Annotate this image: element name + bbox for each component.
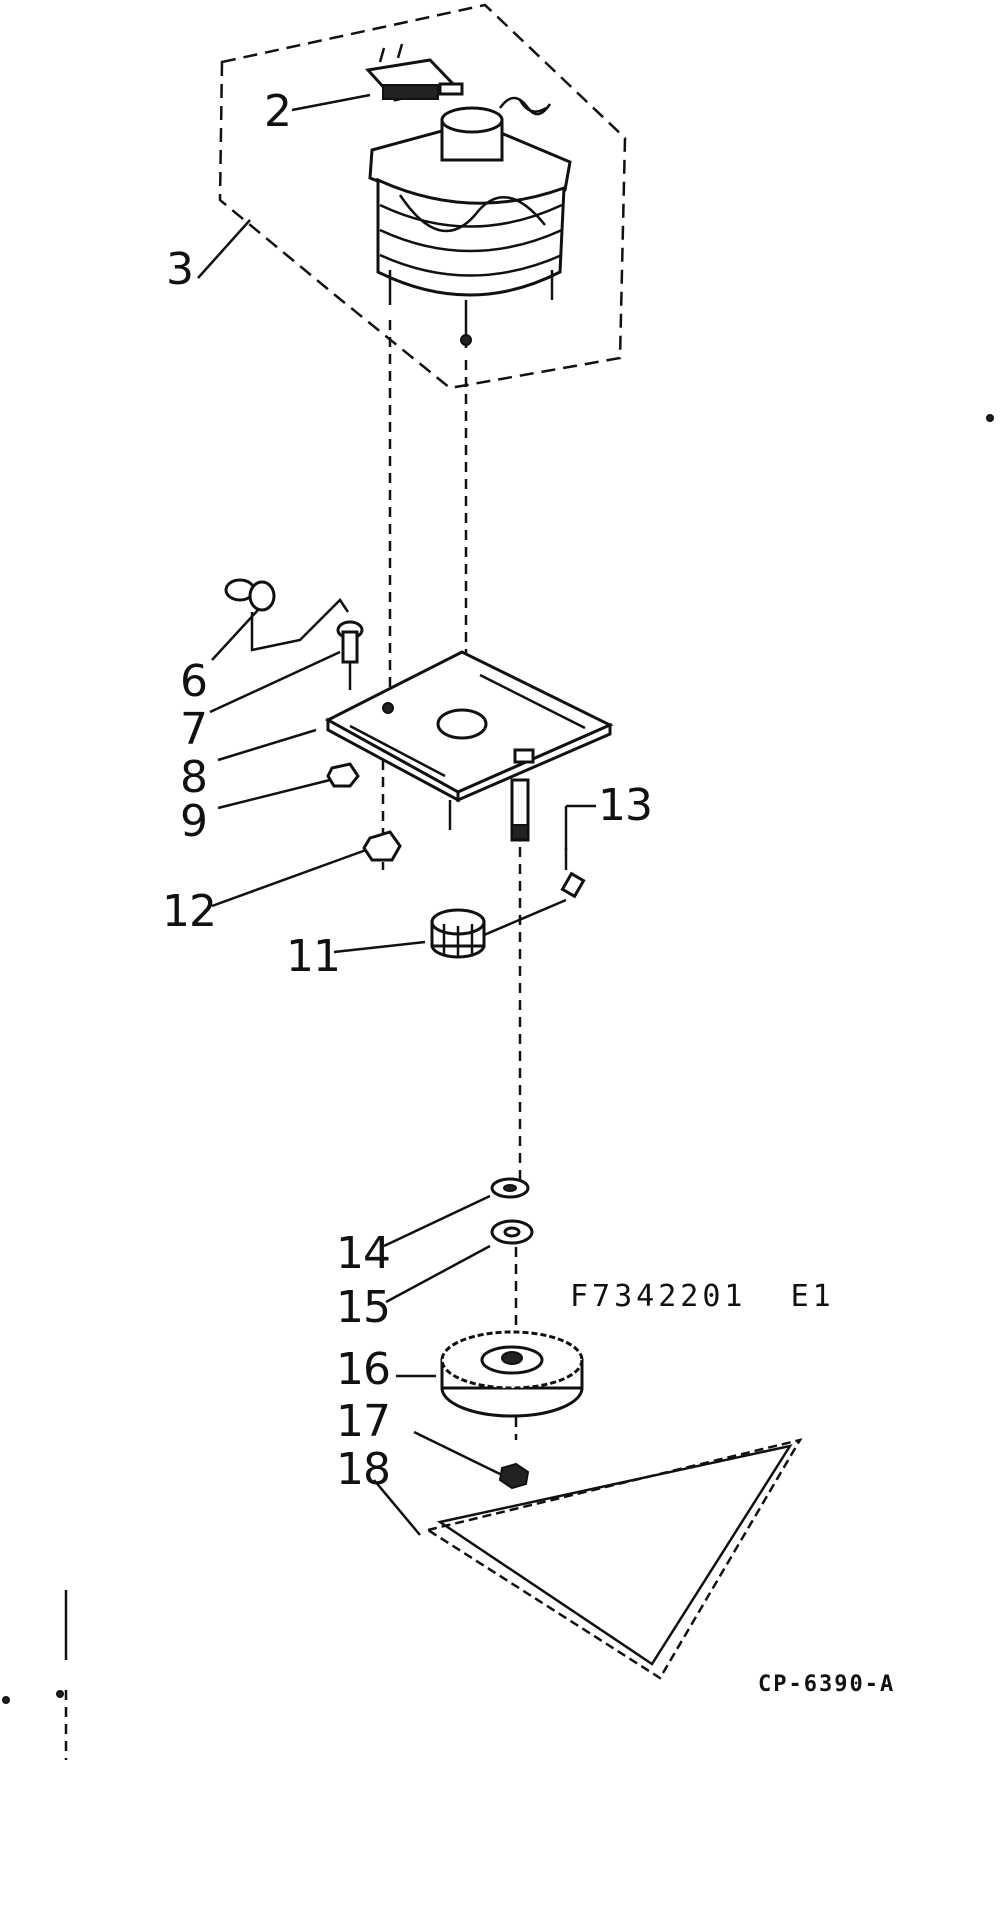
lock-nut-part [362, 830, 402, 862]
mounting-plate [324, 650, 614, 830]
callout-8: 8 [180, 752, 208, 803]
switch-part [365, 43, 464, 102]
callout-2: 2 [264, 86, 292, 137]
callout-13: 13 [598, 780, 653, 831]
set-screw-part [560, 848, 586, 899]
catalog-code: CP-6390-A [758, 1672, 896, 1697]
motor-kit-boundary [218, 3, 627, 390]
washer-part [490, 1177, 530, 1199]
callout-11: 11 [286, 931, 341, 982]
callout-3: 3 [166, 244, 194, 295]
coupling-part [430, 898, 567, 959]
screw-part [336, 620, 364, 690]
callout-6: 6 [180, 656, 208, 707]
leader-lines [197, 93, 596, 1536]
scan-margin-marks [2, 414, 994, 1760]
sprocket-gear-part [440, 1330, 584, 1418]
callout-12: 12 [162, 886, 217, 937]
gear-nut-part [498, 1462, 530, 1490]
callout-17: 17 [336, 1396, 391, 1447]
motor-part [368, 96, 572, 348]
callout-15: 15 [336, 1282, 391, 1333]
callout-9: 9 [180, 796, 208, 847]
callout-18: 18 [336, 1444, 391, 1495]
nut-part [326, 762, 360, 788]
spacer-washer-part [490, 1219, 534, 1245]
drive-chain-part [424, 1438, 803, 1680]
callout-16: 16 [336, 1344, 391, 1395]
callout-14: 14 [336, 1228, 391, 1279]
figure-code: F7342201 E1 [570, 1279, 835, 1314]
clip-part [224, 578, 350, 652]
callout-7: 7 [180, 704, 208, 755]
